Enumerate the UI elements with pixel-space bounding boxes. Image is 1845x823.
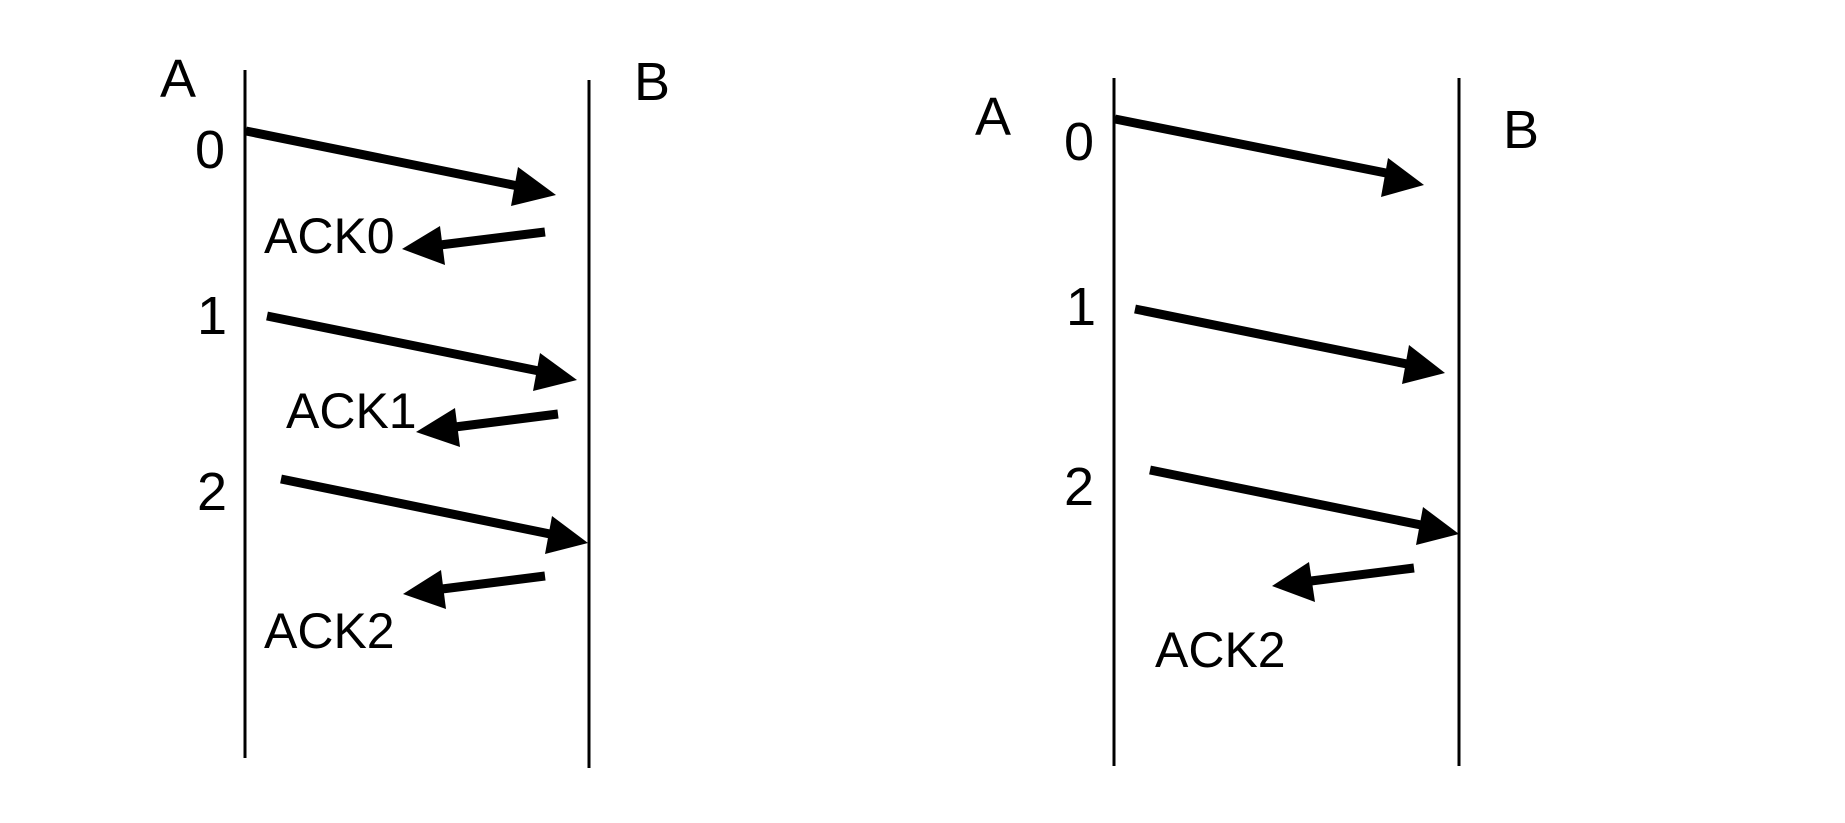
ack-arrow-0 [402,226,546,265]
ack-arrow-2 [1272,562,1415,602]
ack-arrow-2 [403,570,546,609]
message-arrow-0 [245,126,556,206]
host-a-label: A [975,87,1011,147]
diagram-left: A B 0 ACK0 1 ACK1 2 [160,49,670,768]
host-b-label: B [1503,100,1539,160]
message-arrow-0 [1114,114,1424,197]
message-arrow-2 [1149,465,1459,545]
ack-label-2: ACK2 [264,603,395,659]
message-label-1: 1 [1066,277,1096,337]
ack-label-0: ACK0 [264,208,395,264]
host-a-label: A [160,49,196,109]
ack-arrow-1 [416,408,559,447]
message-label-0: 0 [195,120,225,180]
message-arrow-1 [1134,304,1445,384]
message-arrow-1 [266,311,577,391]
ack-label-1: ACK1 [286,383,417,439]
message-label-0: 0 [1064,112,1094,172]
ack-label-2: ACK2 [1155,622,1286,678]
diagram-right: A B 0 1 2 ACK2 [975,78,1539,766]
message-arrow-2 [280,474,588,554]
message-label-2: 2 [197,462,227,522]
message-label-2: 2 [1064,457,1094,517]
message-label-1: 1 [197,286,227,346]
host-b-label: B [634,52,670,112]
